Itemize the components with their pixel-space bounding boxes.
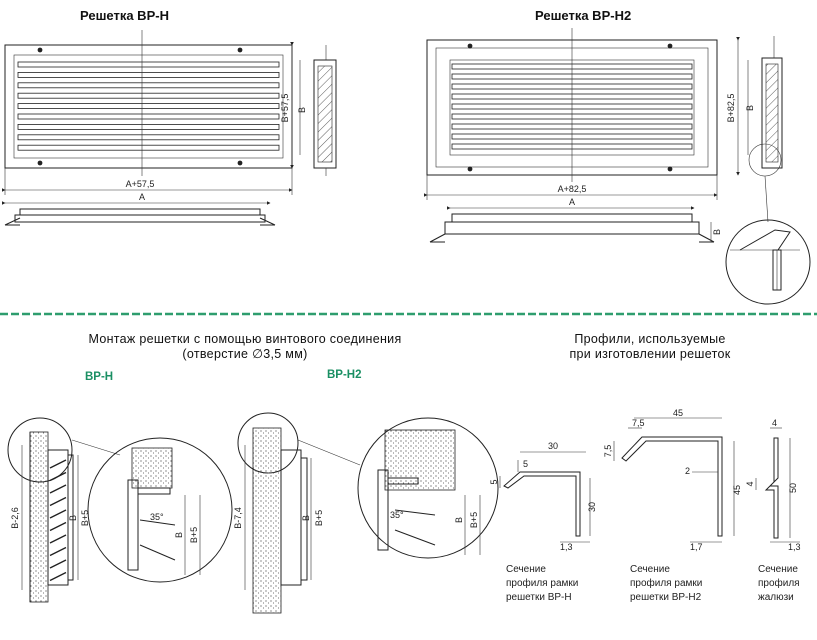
mounting-vr-n2-section: В-7,4 В В+5 (233, 412, 361, 614)
vr-n-dim-a: А (139, 192, 145, 202)
mounting-vr-n-detail-b5: В+5 (189, 527, 199, 543)
profile-louver-caption-1: Сечение (758, 564, 798, 575)
profile-vr-n2-dim-2: 2 (685, 466, 690, 476)
vr-n2-detail-circle (725, 175, 811, 305)
profile-vr-n-caption-3: решетки ВР-Н (506, 592, 572, 603)
profile-vr-n2-caption-1: Сечение (630, 564, 670, 575)
section-blade (49, 484, 67, 494)
profile-vr-n2-caption-3: решетки ВР-Н2 (630, 592, 702, 603)
profile-louver-caption-3: жалюзи (758, 592, 794, 603)
mounting-vr-n-dim-outer: В-2,6 (10, 507, 20, 529)
profile-louver: 4 4 50 1,3 Сечение профиля жалюзи (745, 418, 801, 603)
section-blade (49, 496, 67, 507)
profile-vr-n2-dim-75a: 7,5 (632, 418, 645, 428)
section-blade (49, 459, 67, 469)
mounting-vr-n2-dim-b: В (301, 515, 311, 521)
mounting-vr-n2-dim-outer: В-7,4 (233, 507, 243, 529)
vr-n2-top-view: А В (429, 197, 722, 243)
louver-blade (17, 92, 280, 99)
section-blade (49, 546, 67, 557)
mounting-vr-n-dim-b: В (68, 515, 78, 521)
profile-louver-caption-2: профиля (758, 577, 800, 589)
vr-n-dim-width: А+57,5 (126, 179, 155, 189)
louver-blade (17, 61, 280, 68)
vr-n-dim-inner: В (297, 107, 307, 113)
profile-vr-n2-dim-45-side: 45 (732, 485, 742, 495)
profile-louver-dim-thickness: 1,3 (788, 542, 801, 552)
louver-blade (17, 144, 280, 151)
title-vr-n2: Решетка ВР-Н2 (535, 8, 631, 23)
vr-n2-dim-inner: В (745, 105, 755, 111)
section-blade (49, 521, 67, 532)
profile-vr-n-dim-30-side: 30 (587, 502, 597, 512)
title-vr-n: Решетка ВР-Н (80, 8, 169, 23)
mounting-heading-line2: (отверстие ∅3,5 мм) (182, 347, 307, 361)
louver-blade (17, 72, 280, 78)
profile-vr-n2-dim-75b: 7,5 (603, 445, 613, 458)
vr-n-dim-height: В+57,5 (280, 94, 290, 123)
vr-n2-dim-width: А+82,5 (558, 184, 587, 194)
profile-vr-n-dim-5a: 5 (523, 459, 528, 469)
section-blade (49, 534, 67, 544)
profile-vr-n-caption-1: Сечение (506, 564, 546, 575)
profile-vr-n-dim-5b: 5 (489, 479, 499, 484)
mounting-vr-n-detail-b: В (174, 532, 184, 538)
profile-louver-dim-4a: 4 (772, 418, 777, 428)
section-blade (49, 509, 67, 519)
vr-n-side-view (313, 45, 337, 176)
louver-blade (17, 103, 280, 109)
vr-n2-dim-height: В+82,5 (726, 94, 736, 123)
profile-vr-n2-caption-2: профиля рамки (630, 577, 702, 589)
vr-n2-side-view (748, 36, 783, 177)
profile-vr-n-dim-thickness: 1,3 (560, 542, 573, 552)
section-blade (49, 571, 67, 582)
profile-vr-n-dim-30-top: 30 (548, 441, 558, 451)
vr-n2-front-view: В+82,5 В А+82,5 (424, 28, 755, 200)
vr-n-top-view: А (2, 192, 276, 226)
profile-louver-dim-4b: 4 (745, 481, 755, 486)
vr-n-front-view: В+57,5 В А+57,5 (2, 30, 307, 195)
mounting-vr-n-section: В-2,6 В В+5 (7, 417, 121, 603)
mounting-vr-n-dim-b5: В+5 (80, 510, 90, 526)
profile-vr-n-caption-2: профиля рамки (506, 577, 578, 589)
mounting-vr-n2-detail-b5: В+5 (469, 512, 479, 528)
profile-frame-vr-n2: 45 7,5 7,5 2 45 1,7 Сечение профиля рамк… (603, 408, 742, 603)
mounting-heading-line1: Монтаж решетки с помощью винтового соеди… (88, 332, 401, 346)
mounting-vr-n2-dim-b5: В+5 (314, 510, 324, 526)
profile-louver-dim-50: 50 (788, 483, 798, 493)
profiles-heading-line2: при изготовлении решеток (569, 347, 730, 361)
louver-blade (17, 82, 280, 89)
louver-blade (17, 134, 280, 141)
louver-blade (17, 113, 280, 120)
vr-n-louver-blades (17, 61, 280, 151)
vr-n2-screw-holes (467, 43, 673, 172)
mounting-vr-n-angle: 35° (150, 512, 164, 522)
profile-frame-vr-n: 30 5 5 30 1,3 Сечение профиля рамки реше… (489, 441, 597, 603)
mounting-label-vr-n2: ВР-Н2 (327, 369, 362, 381)
mounting-vr-n2-detail-b: В (454, 517, 464, 523)
vr-n-screw-holes (37, 47, 243, 166)
mounting-vr-n-detail: 35° В В+5 (87, 437, 233, 583)
vr-n2-dim-b-side: В (712, 229, 722, 235)
profile-vr-n2-dim-thickness: 1,7 (690, 542, 703, 552)
profiles-heading-line1: Профили, используемые (574, 332, 725, 346)
mounting-vr-n2-detail: 35° В В+5 (357, 417, 499, 559)
section-blade (49, 471, 67, 482)
profile-vr-n2-dim-45-top: 45 (673, 408, 683, 418)
mounting-label-vr-n: ВР-Н (85, 371, 113, 383)
louver-blade (17, 124, 280, 130)
section-blade (49, 559, 67, 569)
vr-n2-dim-a: А (569, 197, 575, 207)
mounting-vr-n2-angle: 35° (390, 510, 404, 520)
